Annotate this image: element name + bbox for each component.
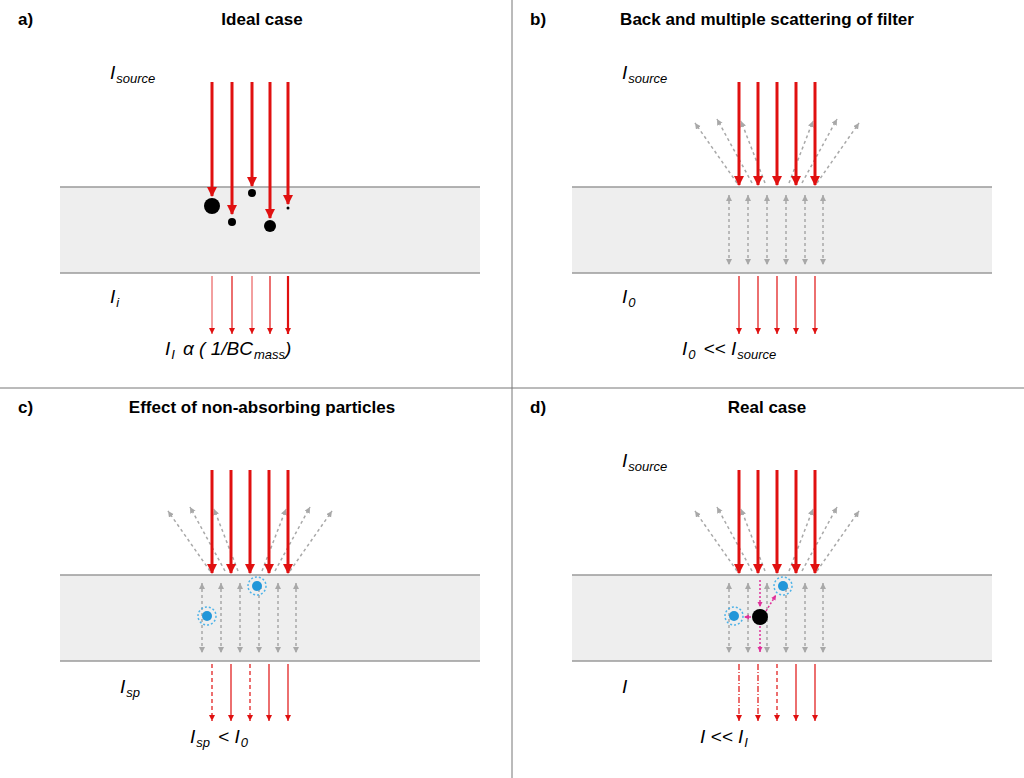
subscript: source <box>116 72 155 87</box>
intensity-symbol: I <box>682 338 687 360</box>
intensity-symbol: I <box>622 286 627 308</box>
intensity-symbol: I <box>622 450 627 472</box>
panel-title: Effect of non-absorbing particles <box>129 398 395 418</box>
panel-title: Back and multiple scattering of filter <box>620 10 914 30</box>
intensity-symbol: I <box>110 286 115 308</box>
subscript: i <box>116 296 119 311</box>
panel-letter: a) <box>18 10 33 30</box>
subscript: source <box>628 460 667 475</box>
subscript: 0 <box>688 348 695 363</box>
subscript: I <box>744 736 748 751</box>
panel-letter: b) <box>530 10 546 30</box>
subscript: 0 <box>241 736 248 751</box>
subscript: sp <box>126 686 140 701</box>
panel-title: Ideal case <box>221 10 302 30</box>
intensity-symbol: I <box>190 726 195 748</box>
panel-title: Real case <box>728 398 806 418</box>
intensity-symbol: << I <box>704 338 737 360</box>
intensity-symbol: ) <box>285 338 291 360</box>
subscript: mass <box>254 348 285 363</box>
subscript: source <box>737 348 776 363</box>
intensity-symbol: I <box>120 676 125 698</box>
subscript: sp <box>196 736 210 751</box>
intensity-symbol: < I <box>218 726 240 748</box>
subscript: source <box>628 72 667 87</box>
intensity-symbol: I <box>165 338 170 360</box>
subscript: 0 <box>628 296 635 311</box>
intensity-symbol: α ( 1/BC <box>183 338 253 360</box>
intensity-symbol: I <box>622 676 627 698</box>
intensity-symbol: I << I <box>700 726 743 748</box>
intensity-symbol: I <box>110 62 115 84</box>
intensity-symbol: I <box>622 62 627 84</box>
subscript: I <box>171 348 175 363</box>
panel-letter: c) <box>18 398 33 418</box>
panel-letter: d) <box>530 398 546 418</box>
